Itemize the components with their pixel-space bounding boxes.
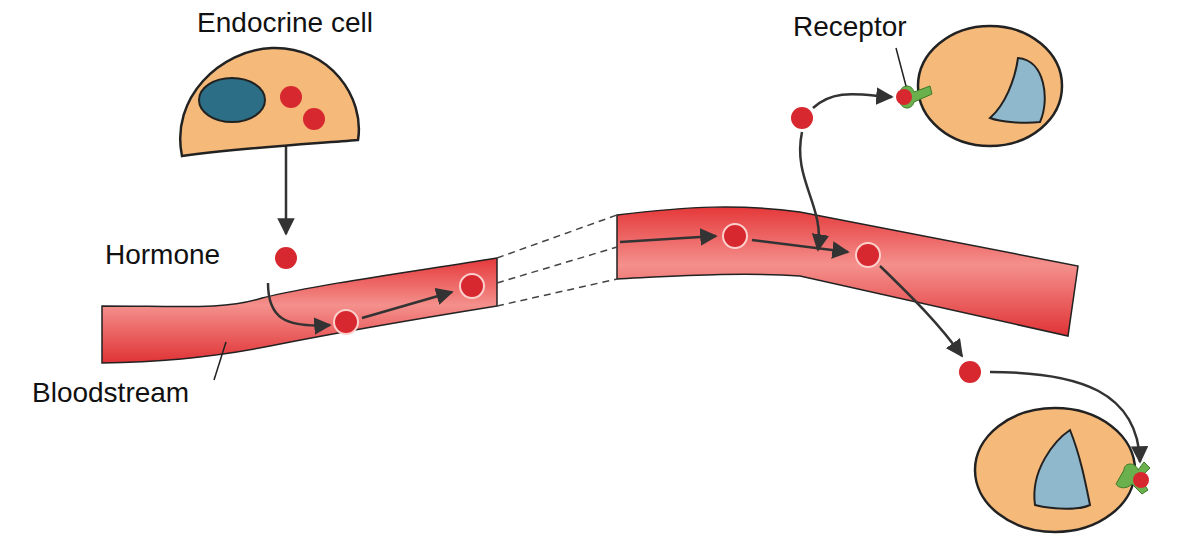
hormone-dot: [334, 224, 880, 334]
bloodstream-label: Bloodstream: [32, 378, 189, 409]
nucleus: [990, 58, 1045, 123]
vessel-gap: [497, 215, 617, 306]
hormone-label: Hormone: [105, 240, 220, 271]
nucleus: [199, 78, 265, 122]
blood-vessel: [617, 207, 1078, 336]
hormone-dot: [275, 107, 981, 383]
cell-body: [180, 48, 359, 156]
blood-vessel: [102, 258, 497, 363]
endocrine-cell: Endocrine cell: [160, 8, 410, 168]
flow-arrow: [268, 94, 1140, 462]
receptor: [1116, 462, 1150, 494]
target-cell: [918, 26, 1062, 146]
receptor: [896, 86, 932, 108]
nucleus: [1034, 430, 1090, 509]
receptor-label: Receptor: [793, 12, 907, 43]
target-cell: [975, 408, 1135, 532]
cell-label: Endocrine cell: [160, 8, 410, 39]
hormone-granule: [303, 108, 325, 130]
hormone-granule: [280, 86, 302, 108]
